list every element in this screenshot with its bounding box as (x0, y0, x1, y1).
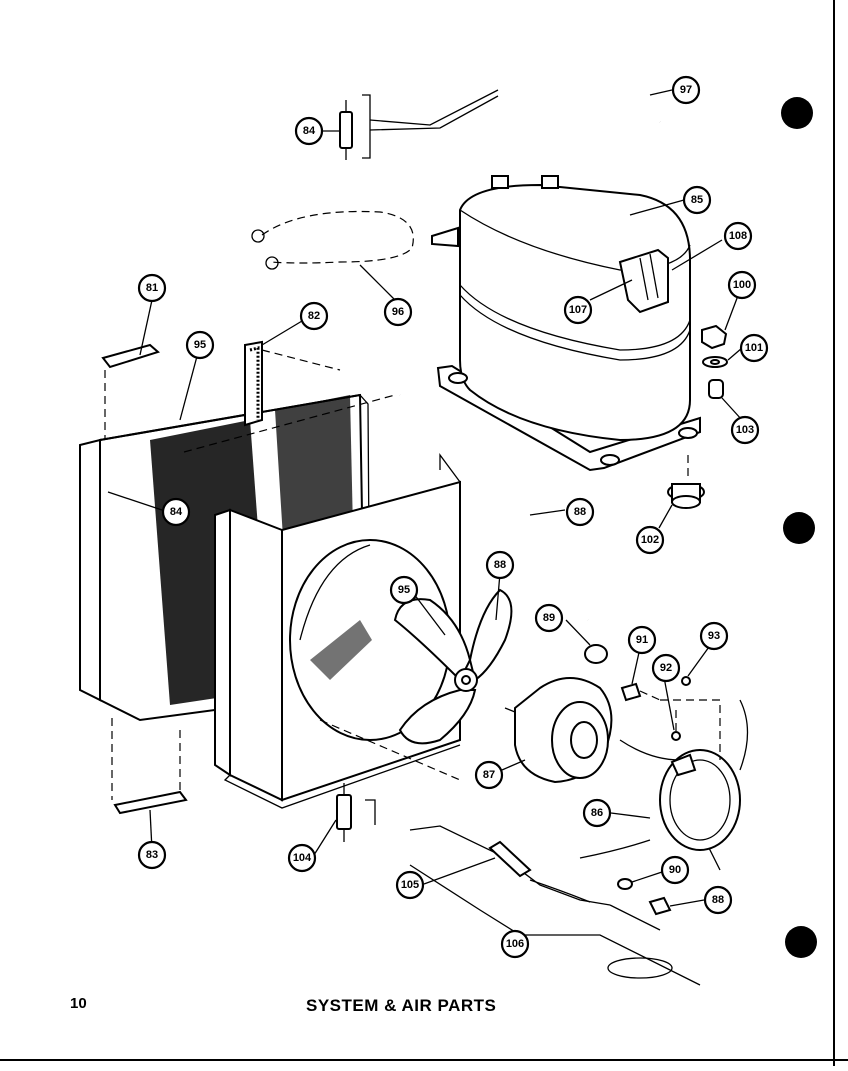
callout-81: 81 (137, 273, 167, 303)
callout-101: 101 (739, 333, 769, 363)
callout-label: 95 (398, 584, 410, 596)
callout-83: 83 (137, 840, 167, 870)
discharge-tube (545, 28, 662, 168)
callout-97: 97 (671, 75, 701, 105)
callout-88-tube: 88 (565, 497, 595, 527)
service-valve-bottom (336, 783, 376, 842)
callout-103: 103 (730, 415, 760, 445)
callout-label: 87 (483, 769, 495, 781)
callout-82: 82 (299, 301, 329, 331)
callout-100: 100 (727, 270, 757, 300)
compressor-mount-hardware (667, 324, 728, 509)
callout-label: 103 (736, 424, 754, 436)
callout-86: 86 (582, 798, 612, 828)
callout-80: 95 (185, 330, 215, 360)
motor-screws (617, 676, 721, 916)
callout-label: 102 (641, 534, 659, 546)
callout-label: 88 (494, 559, 506, 571)
callout-105: 105 (395, 870, 425, 900)
callout-104: 104 (287, 843, 317, 873)
callout-label: 90 (669, 864, 681, 876)
callout-106: 106 (500, 929, 530, 959)
callout-90: 90 (660, 855, 690, 885)
callout-92: 92 (651, 653, 681, 683)
callout-label: 92 (660, 662, 672, 674)
callout-89: 89 (534, 603, 564, 633)
callout-label: 96 (392, 306, 404, 318)
dash-guide-4 (261, 349, 341, 371)
relay-part (584, 644, 608, 664)
callout-85: 85 (682, 185, 712, 215)
fan-blade (393, 588, 513, 745)
callout-87: 87 (474, 760, 504, 790)
callout-label: 97 (680, 84, 692, 96)
callout-label: 91 (636, 634, 648, 646)
callout-107: 107 (563, 295, 593, 325)
coil-side-bracket-hatch (249, 346, 260, 420)
bottom-bracket (113, 790, 188, 815)
callout-label: 93 (708, 630, 720, 642)
motor-mount-bracket (579, 699, 749, 871)
callout-label: 83 (146, 849, 158, 861)
page-caption: SYSTEM & AIR PARTS (306, 996, 497, 1015)
callout-95-fan: 95 (389, 575, 419, 605)
service-valve-top (339, 89, 499, 160)
callout-label: 106 (506, 938, 524, 950)
callout-102: 102 (635, 525, 665, 555)
dash-guide-5 (183, 394, 396, 453)
callout-label: 81 (146, 282, 158, 294)
callout-label: 85 (691, 194, 703, 206)
callout-96: 96 (383, 297, 413, 327)
callout-label: 100 (733, 279, 751, 291)
callout-label: 84 (170, 506, 183, 518)
callout-88-fan: 88 (485, 550, 515, 580)
wire-harness (251, 210, 414, 270)
callout-label: 84 (303, 125, 316, 137)
callout-88-bottom: 88 (703, 885, 733, 915)
callout-label: 108 (729, 230, 747, 242)
callout-84-coil: 84 (161, 497, 191, 527)
binder-hole-middle (783, 512, 815, 544)
binder-hole-bottom (785, 926, 817, 958)
callout-label: 82 (308, 310, 320, 322)
callout-label: 88 (574, 506, 586, 518)
binder-hole-top (781, 97, 813, 129)
callout-93: 93 (699, 621, 729, 651)
compressor (431, 175, 701, 472)
top-bracket (101, 343, 161, 369)
page-number: 10 (70, 995, 87, 1012)
callout-label: 104 (293, 852, 312, 864)
callout-84-top: 84 (294, 116, 324, 146)
callout-label: 95 (194, 339, 206, 351)
callout-label: 86 (591, 807, 603, 819)
callout-label: 101 (745, 342, 763, 354)
callout-label: 105 (401, 879, 419, 891)
fan-motor (504, 677, 613, 784)
callout-108: 108 (723, 221, 753, 251)
suction-line-tube (399, 393, 590, 621)
callout-91: 91 (627, 625, 657, 655)
callout-label: 89 (543, 612, 555, 624)
callout-label: 107 (569, 304, 587, 316)
callout-label: 88 (712, 894, 724, 906)
